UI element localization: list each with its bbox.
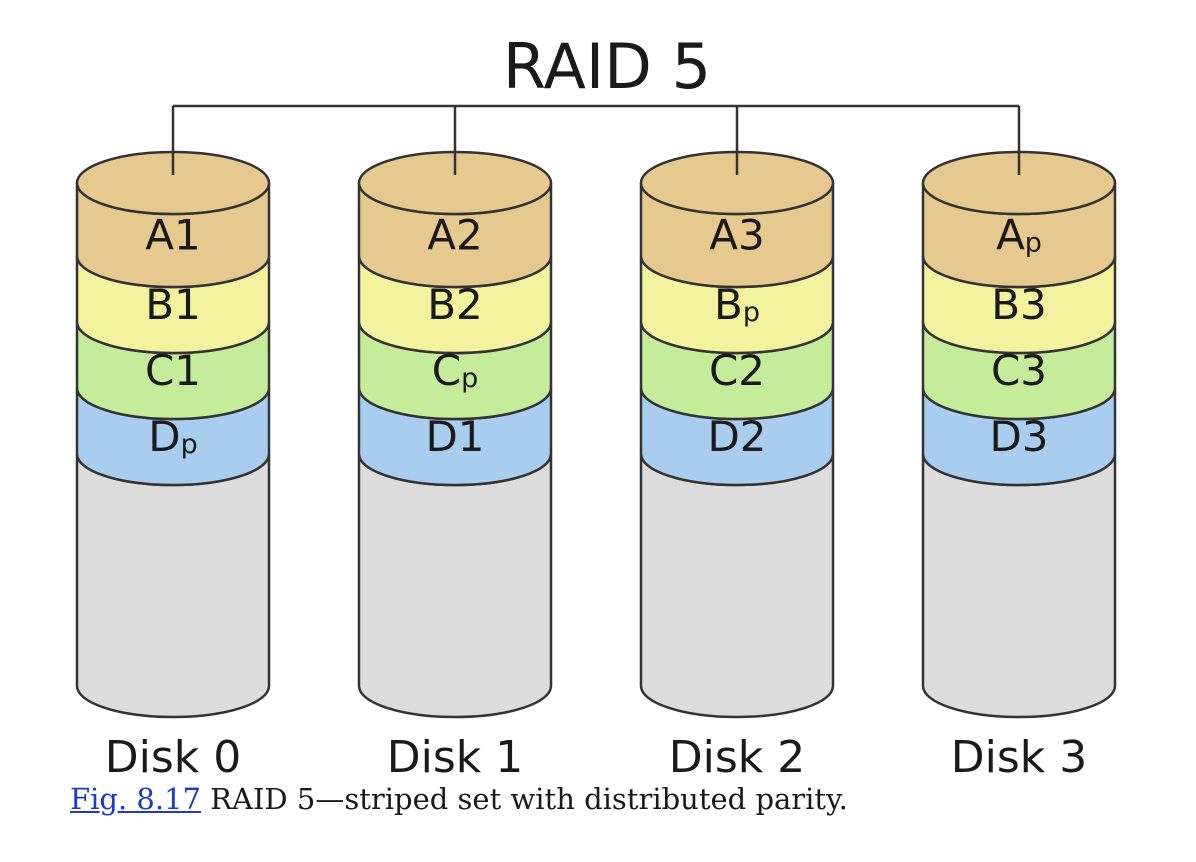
block-label-c: Cp (432, 346, 478, 395)
disk-empty-space (75, 453, 271, 719)
disk-empty-space (357, 453, 553, 719)
block-label-b: B1 (145, 280, 201, 329)
block-label-b: B3 (991, 280, 1047, 329)
figure-caption: Fig. 8.17 RAID 5—striped set with distri… (70, 782, 848, 816)
block-label-c: C3 (991, 346, 1047, 395)
block-label-a: Ap (996, 211, 1042, 260)
block-label-b: B2 (427, 280, 483, 329)
block-label-c: C2 (709, 346, 765, 395)
caption-text: RAID 5—striped set with distributed pari… (200, 782, 848, 816)
block-label-d: D1 (425, 412, 484, 461)
disk-label: Disk 3 (951, 732, 1088, 783)
disk-empty-space (921, 453, 1117, 719)
block-label-c: C1 (145, 346, 201, 395)
block-label-a: A2 (427, 211, 482, 260)
disk-label: Disk 2 (669, 732, 806, 783)
block-label-d: D2 (707, 412, 766, 461)
block-label-d: D3 (989, 412, 1048, 461)
block-label-a: A1 (145, 211, 200, 260)
block-label-d: Dp (148, 412, 197, 461)
diagram-title: RAID 5 (503, 30, 711, 103)
disk-label: Disk 1 (387, 732, 524, 783)
figure-link[interactable]: Fig. 8.17 (70, 782, 201, 816)
block-label-a: A3 (709, 211, 764, 260)
block-label-b: Bp (714, 280, 760, 329)
disk-label: Disk 0 (105, 732, 242, 783)
disk-empty-space (639, 453, 835, 719)
